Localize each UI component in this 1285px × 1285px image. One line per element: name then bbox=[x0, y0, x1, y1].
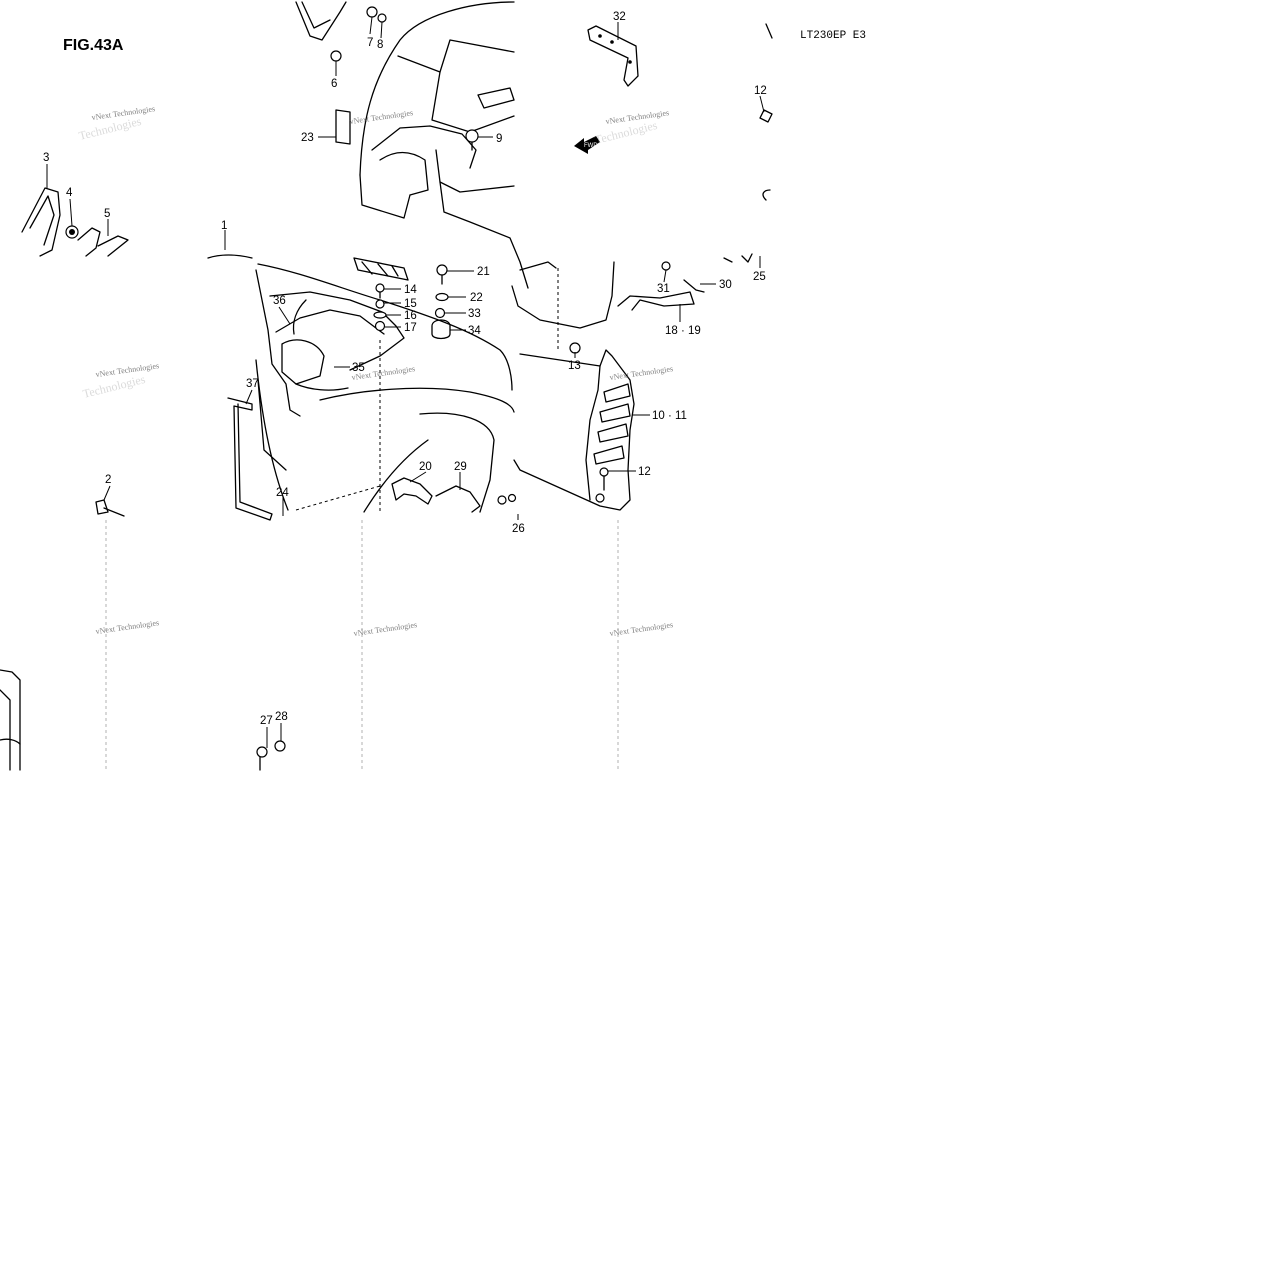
callout-37: 37 bbox=[246, 378, 259, 390]
callout-17: 17 bbox=[404, 322, 417, 334]
rear-fender-body-drawing bbox=[207, 254, 515, 513]
callout-9: 9 bbox=[496, 133, 502, 145]
rear-fender-upper-drawing bbox=[295, 1, 529, 289]
callout-7: 7 bbox=[367, 37, 373, 49]
seal-strip-drawing bbox=[227, 397, 273, 521]
callout-30: 30 bbox=[719, 279, 732, 291]
callout-28: 28 bbox=[275, 711, 288, 723]
svg-text:vNext Technologies: vNext Technologies bbox=[349, 108, 414, 126]
svg-text:vNext Technologies: vNext Technologies bbox=[609, 364, 674, 382]
svg-text:FWD: FWD bbox=[584, 143, 598, 149]
lower-bracket-drawing bbox=[391, 477, 517, 513]
callout-12: 12 bbox=[638, 466, 651, 478]
callout-13: 13 bbox=[568, 360, 581, 372]
callout-1: 1 bbox=[221, 220, 227, 232]
fwd-arrow-icon: FWD bbox=[574, 136, 600, 154]
callout-12-upper: 12 bbox=[754, 85, 767, 97]
tile-guides bbox=[105, 520, 619, 770]
callout-33: 33 bbox=[468, 308, 481, 320]
callout-35: 35 bbox=[352, 362, 365, 374]
callout-34: 34 bbox=[468, 325, 481, 337]
callout-31: 31 bbox=[657, 283, 670, 295]
callout-6: 6 bbox=[331, 78, 337, 90]
callout-15: 15 bbox=[404, 298, 417, 310]
callout-26: 26 bbox=[512, 523, 525, 535]
callout-27: 27 bbox=[260, 715, 273, 727]
callout-8: 8 bbox=[377, 39, 383, 51]
mud-guard-drawing bbox=[511, 253, 753, 511]
figure-title: FIG.43A bbox=[63, 37, 124, 54]
leader-lines bbox=[46, 16, 765, 748]
callout-10-11: 10 · 11 bbox=[652, 410, 687, 422]
callouts: 1 2 3 4 5 6 7 8 9 10 · 11 12 12 13 14 15… bbox=[43, 11, 767, 727]
callout-21: 21 bbox=[477, 266, 490, 278]
lower-left-fender-drawing bbox=[0, 499, 125, 771]
side-bracket-drawing bbox=[21, 187, 129, 257]
callout-4: 4 bbox=[66, 187, 73, 199]
svg-text:vNext Technologies: vNext Technologies bbox=[353, 620, 418, 638]
callout-5: 5 bbox=[104, 208, 110, 220]
callout-3: 3 bbox=[43, 152, 49, 164]
model-code: LT230EP E3 bbox=[800, 30, 866, 42]
fastener-stack-drawing bbox=[353, 257, 451, 340]
callout-24: 24 bbox=[276, 487, 289, 499]
callout-20: 20 bbox=[419, 461, 432, 473]
callout-2: 2 bbox=[105, 474, 111, 486]
svg-text:vNext Technologies: vNext Technologies bbox=[609, 620, 674, 638]
watermark-group: vNext Technologies Technologies vNext Te… bbox=[77, 104, 673, 638]
rear-carrier-bracket-drawing bbox=[587, 23, 773, 201]
callout-16: 16 bbox=[404, 310, 417, 322]
callout-18-19: 18 · 19 bbox=[665, 325, 701, 337]
callout-25: 25 bbox=[753, 271, 766, 283]
nut-pair-drawing bbox=[256, 740, 286, 771]
callout-29: 29 bbox=[454, 461, 467, 473]
callout-32: 32 bbox=[613, 11, 626, 23]
callout-22: 22 bbox=[470, 292, 483, 304]
callout-36: 36 bbox=[273, 295, 286, 307]
callout-14: 14 bbox=[404, 284, 417, 296]
callout-23: 23 bbox=[301, 132, 314, 144]
svg-text:vNext Technologies: vNext Technologies bbox=[95, 618, 160, 636]
